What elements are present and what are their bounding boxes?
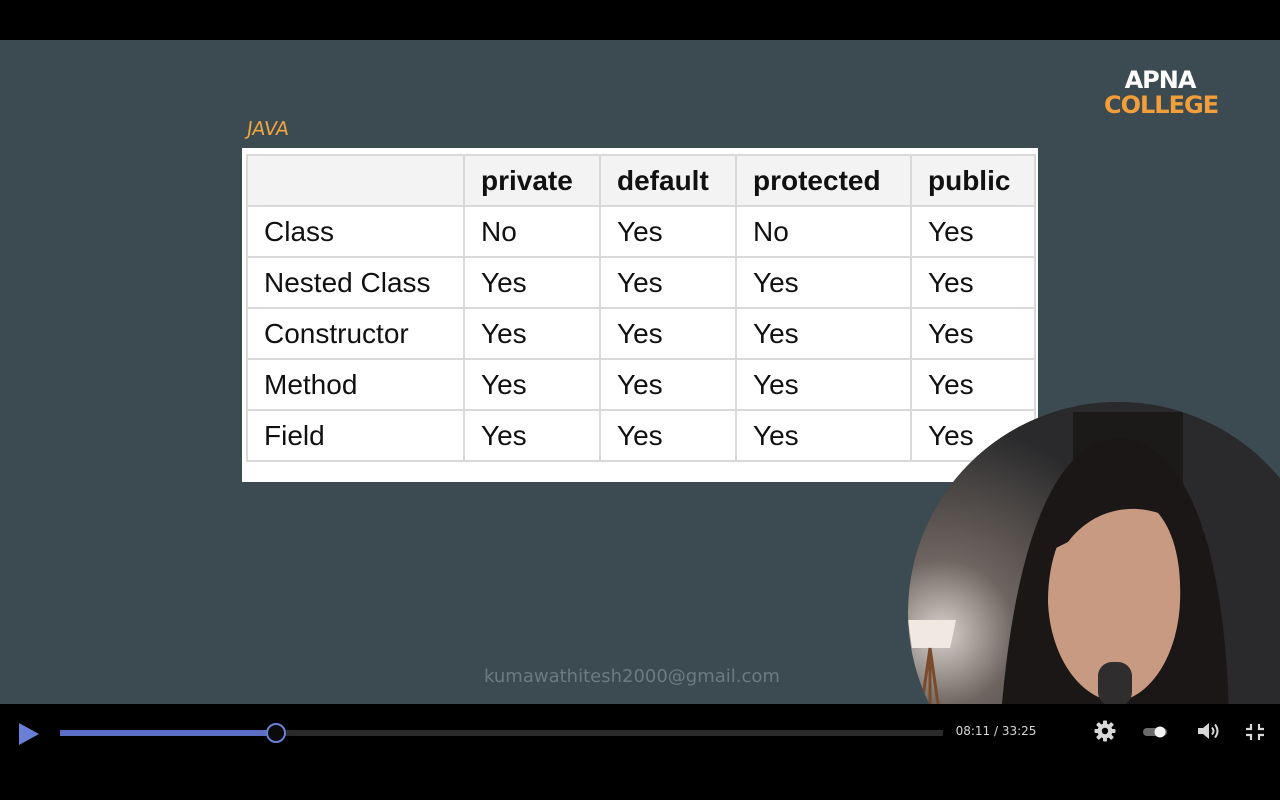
table-row: Field Yes Yes Yes Yes (246, 409, 1036, 462)
presenter-webcam-overlay (908, 402, 1280, 704)
logo-line-2: COLLEGE (1104, 91, 1219, 119)
table-row: Class No Yes No Yes (246, 205, 1036, 258)
table-cell: Yes (599, 307, 737, 360)
exit-fullscreen-icon (1246, 724, 1264, 740)
table-cell: No (735, 205, 912, 258)
table-cell: Method (246, 358, 465, 411)
table-cell: Class (246, 205, 465, 258)
settings-gear-icon (1094, 720, 1116, 742)
table-cell: Yes (599, 256, 737, 309)
progress-played (60, 730, 276, 736)
volume-icon (1198, 723, 1219, 739)
table-cell: Nested Class (246, 256, 465, 309)
table-cell: Yes (463, 358, 601, 411)
video-player-controls: 08:11 / 33:25 (0, 704, 1280, 800)
table-cell: Yes (463, 409, 601, 462)
table-cell: Yes (735, 256, 912, 309)
table-cell: Yes (735, 358, 912, 411)
table-cell: Yes (910, 256, 1036, 309)
video-frame[interactable]: APNA COLLEGE JAVA private default protec… (0, 40, 1280, 704)
table-row: Method Yes Yes Yes Yes (246, 358, 1036, 411)
access-modifier-table-card: private default protected public Class N… (242, 148, 1038, 482)
time-display: 08:11 / 33:25 (955, 724, 1037, 738)
table-header-cell: default (599, 154, 737, 207)
settings-button[interactable] (1094, 720, 1116, 747)
table-row: Constructor Yes Yes Yes Yes (246, 307, 1036, 360)
table-cell: Yes (910, 358, 1036, 411)
table-cell: Yes (735, 409, 912, 462)
logo-line-1: APNA (1124, 66, 1197, 94)
table-cell: Yes (910, 205, 1036, 258)
table-header-cell (246, 154, 465, 207)
progress-bar[interactable] (60, 723, 943, 743)
play-icon (19, 723, 39, 745)
handwritten-java-label: JAVA (245, 118, 291, 140)
table-cell: Yes (599, 358, 737, 411)
table-cell: Yes (910, 307, 1036, 360)
autoplay-toggle-icon (1143, 726, 1167, 738)
table-header-cell: private (463, 154, 601, 207)
table-cell: Field (246, 409, 465, 462)
table-cell: No (463, 205, 601, 258)
table-cell: Yes (463, 307, 601, 360)
table-row: Nested Class Yes Yes Yes Yes (246, 256, 1036, 309)
email-watermark: kumawathitesh2000@gmail.com (484, 666, 780, 687)
table-cell: Yes (463, 256, 601, 309)
volume-button[interactable] (1196, 720, 1222, 747)
table-cell: Yes (735, 307, 912, 360)
apna-college-logo: APNA COLLEGE (1104, 66, 1219, 119)
progress-scrubber-handle[interactable] (266, 723, 287, 743)
access-modifier-table: private default protected public Class N… (246, 154, 1036, 462)
presenter-silhouette (908, 402, 1280, 704)
table-header-row: private default protected public (246, 154, 1036, 207)
autoplay-toggle[interactable] (1142, 725, 1168, 744)
exit-fullscreen-button[interactable] (1245, 723, 1265, 746)
table-header-cell: protected (735, 154, 912, 207)
play-button[interactable] (17, 721, 41, 747)
table-cell: Constructor (246, 307, 465, 360)
table-header-cell: public (910, 154, 1036, 207)
table-cell: Yes (599, 205, 737, 258)
table-cell: Yes (599, 409, 737, 462)
